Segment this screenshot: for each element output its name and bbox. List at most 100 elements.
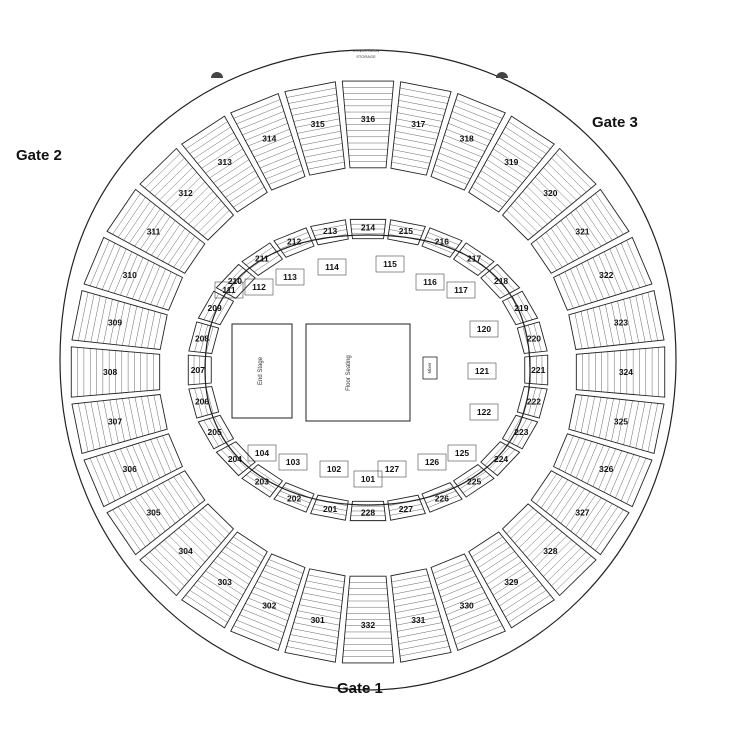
seat-row-line [229, 181, 262, 203]
section-223[interactable] [501, 414, 539, 450]
section-327[interactable] [530, 470, 630, 556]
section-label-324: 324 [619, 367, 633, 377]
section-318[interactable] [430, 92, 506, 191]
seat-row-line [623, 299, 633, 344]
seat-row-line [95, 243, 116, 288]
section-216[interactable] [421, 227, 463, 258]
section-111[interactable] [214, 281, 244, 299]
section-313[interactable] [181, 115, 268, 213]
section-209[interactable] [197, 290, 235, 326]
section-label-303: 303 [218, 577, 232, 587]
seat-row-line [209, 418, 224, 444]
section-320[interactable] [501, 147, 597, 241]
section-label-211: 211 [255, 253, 269, 263]
section-221[interactable] [524, 354, 549, 386]
section-220[interactable] [516, 321, 548, 354]
section-306[interactable] [83, 433, 184, 508]
seat-row-line [397, 622, 443, 632]
section-202[interactable] [273, 482, 315, 513]
section-211[interactable] [241, 242, 284, 276]
seat-row-line [233, 536, 265, 558]
section-207[interactable] [187, 354, 212, 386]
section-115[interactable] [375, 255, 405, 273]
seat-row-line [565, 491, 591, 528]
section-328[interactable] [501, 503, 597, 597]
section-311[interactable] [106, 188, 206, 274]
section-121[interactable] [467, 362, 497, 380]
section-308[interactable] [70, 346, 161, 398]
section-307[interactable] [71, 394, 168, 455]
section-120[interactable] [469, 320, 499, 338]
section-319[interactable] [468, 115, 555, 213]
section-113[interactable] [275, 268, 305, 286]
seat-row-line [254, 586, 294, 604]
section-204[interactable] [215, 441, 256, 477]
section-301[interactable] [284, 568, 346, 663]
section-310[interactable] [83, 236, 184, 311]
section-302[interactable] [230, 553, 306, 652]
section-212[interactable] [273, 227, 315, 258]
section-227[interactable] [387, 494, 426, 521]
seat-row-line [109, 300, 119, 345]
section-317[interactable] [390, 81, 452, 176]
section-323[interactable] [568, 289, 665, 350]
section-112[interactable] [244, 278, 274, 296]
seat-row-line [144, 555, 181, 591]
section-126[interactable] [417, 453, 447, 471]
seat-row-line [570, 439, 586, 476]
section-101[interactable] [353, 470, 383, 488]
section-305[interactable] [106, 470, 206, 556]
section-226[interactable] [421, 482, 463, 513]
section-125[interactable] [447, 444, 477, 462]
section-122[interactable] [469, 403, 499, 421]
seat-row-line [389, 224, 424, 232]
section-332[interactable] [341, 575, 395, 664]
section-218[interactable] [480, 263, 521, 299]
section-325[interactable] [568, 394, 665, 455]
section-303[interactable] [181, 531, 268, 629]
section-321[interactable] [530, 188, 630, 274]
section-201[interactable] [310, 494, 349, 521]
section-214[interactable] [349, 218, 387, 240]
section-309[interactable] [71, 289, 168, 350]
seat-row-line [535, 176, 568, 209]
section-215[interactable] [387, 219, 426, 246]
section-304[interactable] [139, 503, 235, 597]
seat-row-line [114, 251, 132, 294]
section-316[interactable] [341, 80, 395, 169]
section-103[interactable] [278, 453, 308, 471]
seat-row-line [254, 467, 280, 486]
section-329[interactable] [468, 531, 555, 629]
section-228[interactable] [349, 500, 387, 522]
section-326[interactable] [552, 433, 653, 508]
section-225[interactable] [452, 464, 495, 498]
section-203[interactable] [241, 464, 284, 498]
section-102[interactable] [319, 460, 349, 478]
section-116[interactable] [415, 273, 445, 291]
section-217[interactable] [452, 242, 495, 276]
seat-row-line [221, 170, 256, 193]
section-210[interactable] [215, 263, 256, 299]
section-222[interactable] [516, 386, 548, 419]
section-206[interactable] [188, 386, 220, 419]
seat-row-line [535, 239, 557, 271]
seat-row-line [560, 220, 585, 256]
section-205[interactable] [197, 414, 235, 450]
section-127[interactable] [377, 460, 407, 478]
section-104[interactable] [247, 444, 277, 462]
seat-row-line [540, 476, 563, 509]
section-330[interactable] [430, 553, 506, 652]
section-114[interactable] [317, 258, 347, 276]
section-314[interactable] [230, 92, 306, 191]
section-224[interactable] [480, 441, 521, 477]
section-322[interactable] [552, 236, 653, 311]
section-324[interactable] [575, 346, 666, 398]
section-315[interactable] [284, 81, 346, 176]
section-219[interactable] [501, 290, 539, 326]
section-208[interactable] [188, 321, 220, 354]
section-213[interactable] [310, 219, 349, 246]
seat-row-line [201, 143, 240, 169]
section-312[interactable] [139, 147, 235, 241]
section-117[interactable] [446, 281, 476, 299]
section-331[interactable] [390, 568, 452, 663]
